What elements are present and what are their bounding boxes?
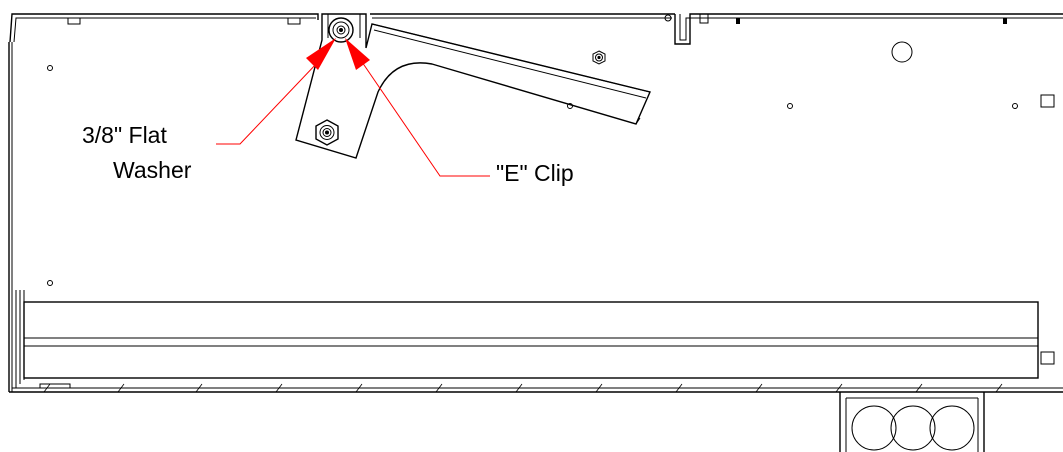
flat-washer-label-line1: 3/8" Flat xyxy=(82,122,167,148)
flat-washer-label-line2: Washer xyxy=(113,157,192,183)
bottom-rail xyxy=(9,301,1063,393)
pivot-bracket xyxy=(295,13,651,159)
flat-washer-leader xyxy=(216,38,336,145)
hex-nut xyxy=(592,50,606,65)
e-clip-leader xyxy=(345,38,490,177)
e-clip-label: "E" Clip xyxy=(496,160,574,186)
left-side-wall xyxy=(8,42,36,392)
mounting-holes xyxy=(47,41,1055,365)
top-frame-edge xyxy=(9,13,1063,45)
bracket-bolt xyxy=(315,119,339,146)
pivot-pin-assembly xyxy=(328,17,354,43)
connector-block xyxy=(839,392,985,452)
